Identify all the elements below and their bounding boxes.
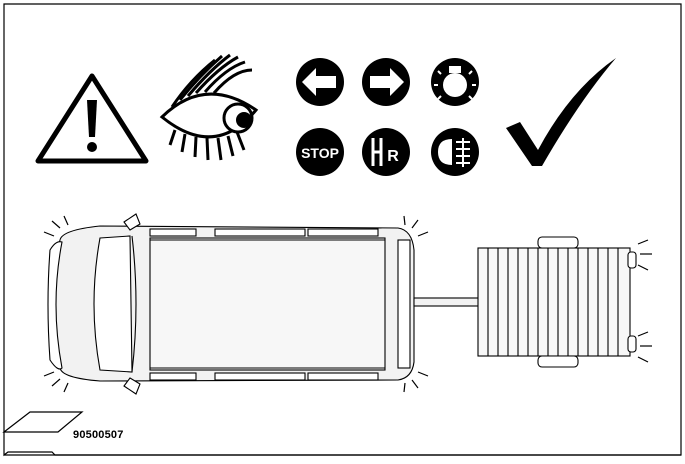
- warning-triangle-icon: [35, 73, 149, 164]
- stop-icon: STOP: [296, 128, 344, 176]
- light-bulb-icon: [431, 58, 479, 106]
- figure-code: 90500507: [73, 429, 124, 441]
- stop-label: STOP: [301, 145, 339, 161]
- code-tab: [2, 411, 84, 433]
- van-top-view: [47, 213, 415, 395]
- trailer: [477, 236, 637, 368]
- tow-bar: [413, 297, 481, 307]
- eye-icon: [159, 53, 259, 161]
- fog-lamp-icon: [431, 128, 479, 176]
- check-mark-icon: [506, 58, 616, 166]
- turn-left-indicator-icon: [296, 58, 344, 106]
- reverse-gear-icon: R: [362, 128, 410, 176]
- reverse-label: R: [387, 148, 399, 165]
- flashing-light-rays: [43, 215, 652, 393]
- turn-right-indicator-icon: [362, 58, 410, 106]
